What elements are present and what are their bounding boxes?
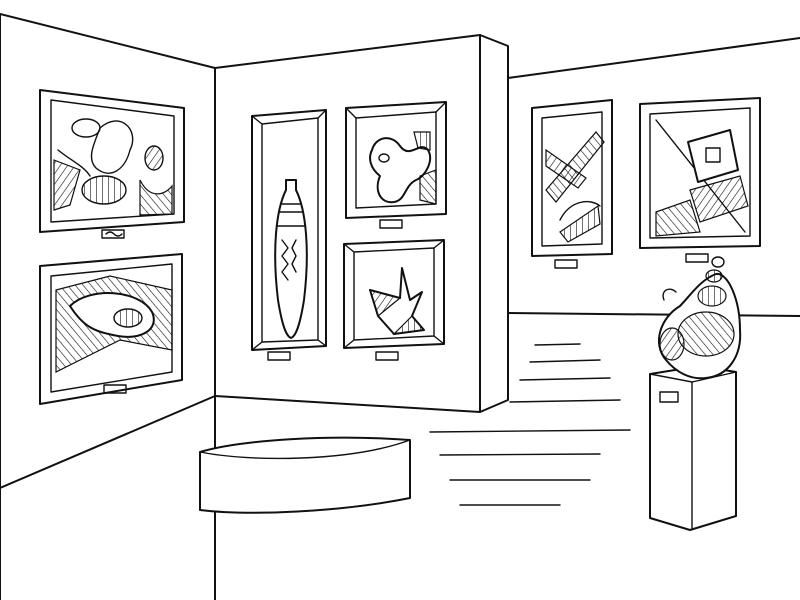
painting-abstract-eye — [39, 253, 183, 405]
painting-geometric-diagonal — [531, 99, 613, 269]
room-walls — [0, 13, 800, 600]
bench — [199, 436, 411, 514]
paper-sculpture-in-niche — [343, 239, 445, 361]
painting-abstract-shape — [345, 101, 447, 229]
painting-geometric-squares — [639, 97, 761, 263]
painting-abstract-blobs — [39, 89, 185, 239]
floor-lines — [429, 343, 631, 506]
spiral-sculpture-on-pedestal — [649, 256, 742, 531]
vase-in-niche — [251, 109, 327, 361]
